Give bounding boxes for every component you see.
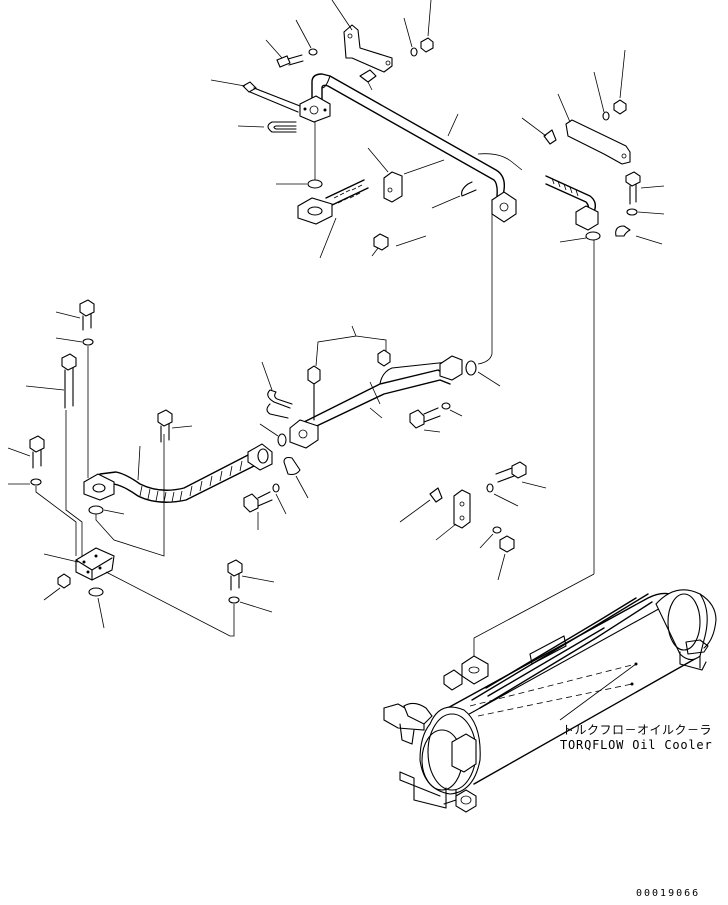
washer-left-top xyxy=(55,337,94,478)
bracket-lower-middle xyxy=(435,489,471,541)
upper-tube-flange-left xyxy=(299,95,331,123)
oil-cooler xyxy=(383,589,717,813)
bolt-left-top xyxy=(55,299,95,331)
u-bolt-top xyxy=(237,121,297,133)
valve-block-left xyxy=(43,547,115,581)
flange-middle-right xyxy=(439,355,501,387)
upper-tube xyxy=(311,73,506,205)
cooler-label-japanese: トルクフロ－オイルク－ラ xyxy=(562,723,713,737)
plug-top-center xyxy=(371,233,427,257)
pipe-top-center-arc xyxy=(403,113,523,175)
nut-lower-middle xyxy=(497,535,515,581)
cooler-label-english: TORQFLOW Oil Cooler xyxy=(560,738,713,752)
washer-middle-2 xyxy=(272,483,287,515)
o-ring-top-left xyxy=(276,122,323,189)
upper-bolt-2 xyxy=(210,79,301,113)
upper-nut-1 xyxy=(420,0,434,53)
flange-hose-middle-left xyxy=(83,473,115,501)
bolt-left-lower xyxy=(227,559,275,591)
clamp-middle xyxy=(283,456,309,499)
plug-left xyxy=(43,573,71,601)
upper-washer-2 xyxy=(403,17,418,57)
bolt-lower-middle xyxy=(495,461,547,489)
clamp-small-lower xyxy=(399,487,443,523)
flange-top-left-hose xyxy=(297,197,333,225)
upper-washer-1 xyxy=(295,19,318,56)
clip-top-center xyxy=(367,147,403,203)
bolt-left-long xyxy=(25,353,83,556)
leader-left-to-bolts xyxy=(105,571,235,637)
plug-mid-2 xyxy=(377,349,391,367)
bolt-middle-2 xyxy=(243,491,273,530)
upper-washer-3 xyxy=(593,71,610,121)
upper-bracket-right xyxy=(557,93,631,165)
o-ring-right xyxy=(559,231,601,243)
washer-lower-middle-2 xyxy=(479,526,502,549)
flange-middle-left xyxy=(289,419,319,449)
upper-bracket-left xyxy=(343,24,393,73)
o-ring-left xyxy=(88,434,165,557)
hose-middle xyxy=(99,445,255,503)
bolt-hose-middle xyxy=(157,409,193,443)
clamp-right-1 xyxy=(615,225,663,245)
upper-bolt-1 xyxy=(265,39,304,68)
drawing-number: 00019066 xyxy=(636,888,701,899)
clamp-small-right xyxy=(521,117,557,145)
washer-lower-middle-1 xyxy=(486,483,519,507)
bolt-middle-1 xyxy=(409,407,441,433)
leader-group-center xyxy=(315,325,387,367)
bolt-right-1 xyxy=(625,171,665,205)
u-bolt-middle xyxy=(261,361,293,419)
flange-top-right xyxy=(575,205,599,231)
u-bolt-center xyxy=(431,181,477,209)
clamp-small-top xyxy=(359,69,377,91)
bolt-left-mid xyxy=(7,435,45,469)
washer-middle-1 xyxy=(441,402,463,417)
upper-tube-flange-right xyxy=(491,191,517,223)
hose-top-left xyxy=(319,179,369,259)
flange-hose-middle-right xyxy=(247,443,273,471)
washer-right-1 xyxy=(626,208,665,216)
o-ring-left-lower xyxy=(88,587,105,629)
plug-mid-1 xyxy=(307,365,321,421)
washer-left-mid xyxy=(8,478,77,556)
middle-tube xyxy=(299,361,451,433)
upper-nut-2 xyxy=(613,49,627,115)
washer-left-lower xyxy=(228,596,273,613)
o-ring-middle xyxy=(259,423,287,447)
